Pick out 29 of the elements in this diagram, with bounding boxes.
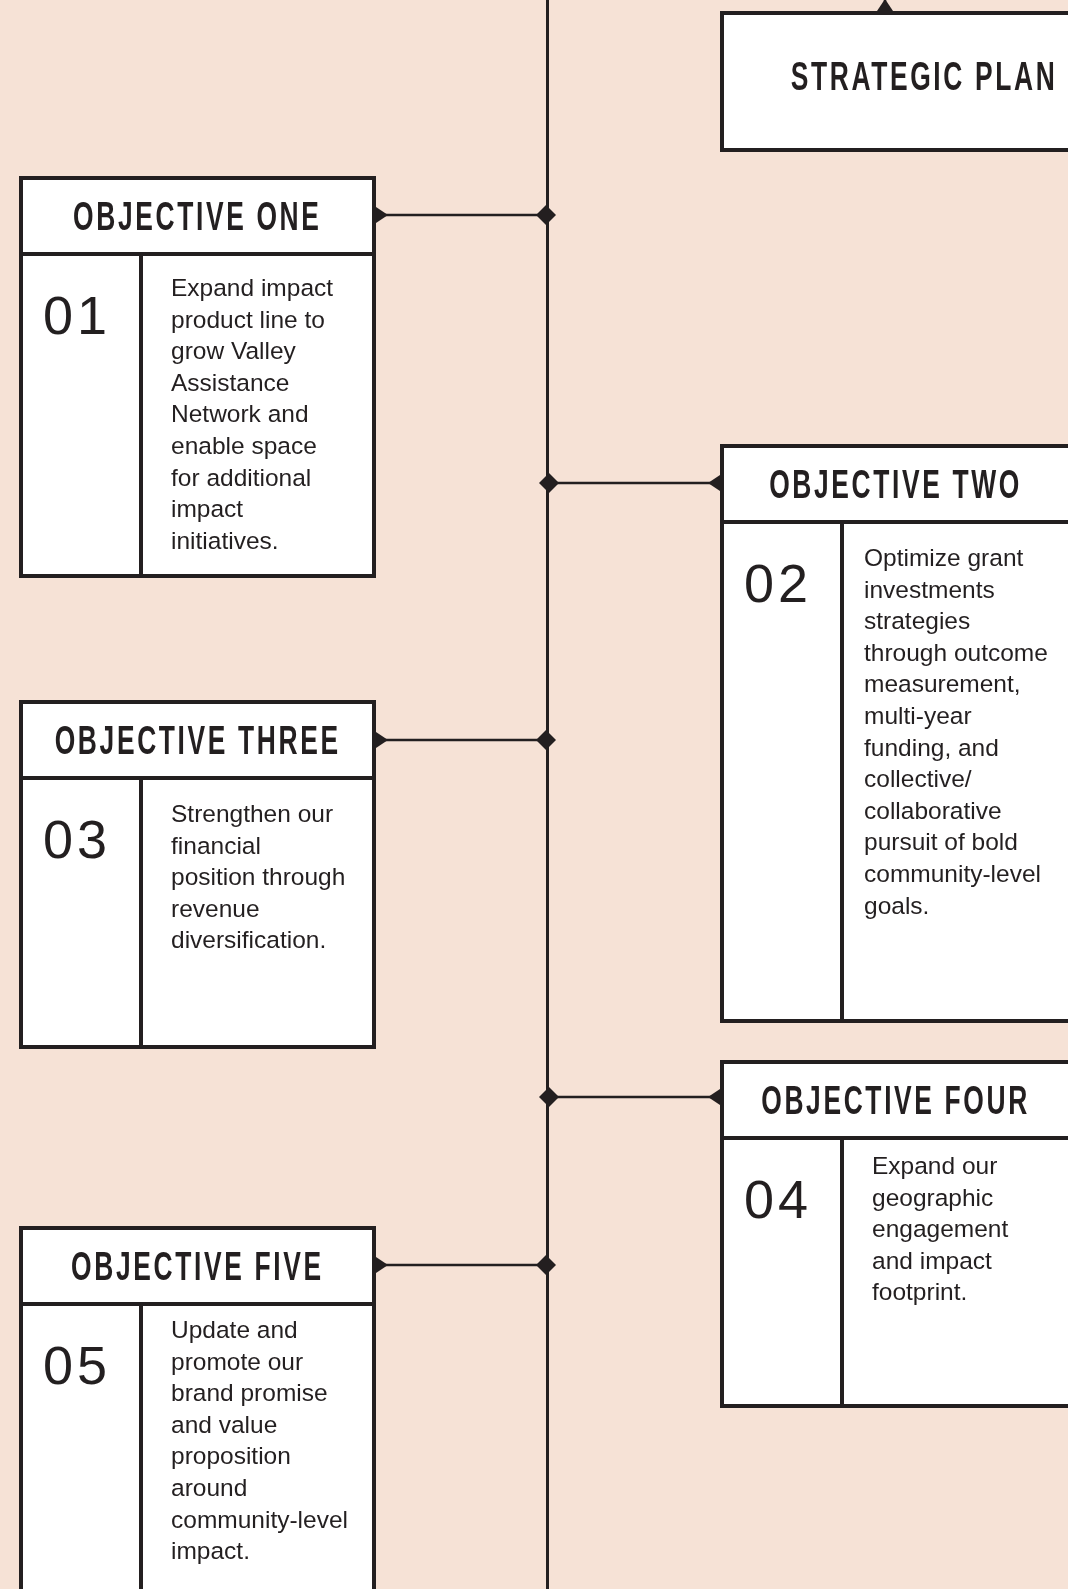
title-box	[720, 11, 1068, 152]
title-text: STRATEGIC PLAN	[790, 54, 1058, 99]
connector	[376, 1255, 556, 1275]
objective-card	[720, 444, 1068, 1023]
timeline-line	[546, 0, 549, 1589]
objective-heading: OBJECTIVE FIVE	[71, 1243, 324, 1289]
objective-number: 04	[744, 1168, 813, 1230]
objective-heading: OBJECTIVE ONE	[73, 193, 322, 239]
objective-heading: OBJECTIVE TWO	[769, 461, 1023, 507]
connector	[877, 0, 893, 11]
connector	[539, 473, 720, 493]
objective-heading: OBJECTIVE FOUR	[761, 1077, 1031, 1123]
objective-description: Optimize grant investments strategies through outcome measurement, multi-year funding, and collective/ collaborative pursuit of bold community-level goals.	[864, 543, 1049, 921]
objective-number: 05	[43, 1334, 112, 1396]
objective-card	[19, 1226, 376, 1589]
objective-number: 02	[744, 552, 813, 614]
objective-description: Strengthen our financial position through revenue diversification.	[171, 799, 347, 956]
objective-card	[19, 176, 376, 578]
objective-card	[19, 700, 376, 1049]
objective-number: 03	[43, 808, 112, 870]
connector	[376, 730, 556, 750]
objective-number: 01	[43, 284, 112, 346]
objective-description: Expand impact product line to grow Valley Assistance Network and enable space for additional impact initiatives.	[171, 273, 335, 556]
objective-description: Expand our geographic engagement and impact footprint.	[872, 1151, 1010, 1308]
connector	[539, 1087, 720, 1107]
connector	[376, 205, 556, 225]
objective-card	[720, 1060, 1068, 1408]
objective-heading: OBJECTIVE THREE	[54, 717, 341, 763]
objective-description: Update and promote our brand promise and value proposition around community-level impact.	[171, 1315, 349, 1567]
